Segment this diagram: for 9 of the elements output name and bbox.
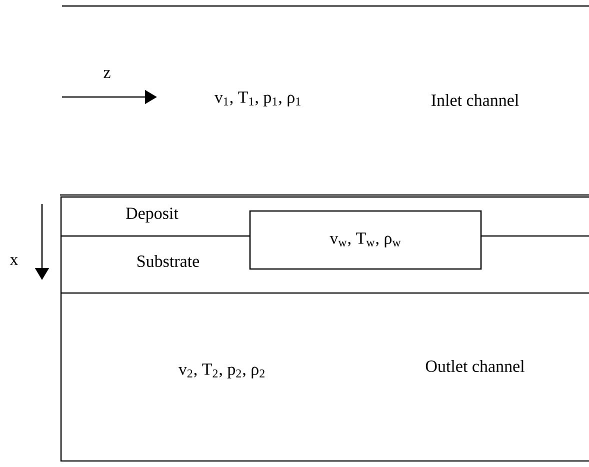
wall-box: v$_{w}$, T$_{w}$, ρ$_{w}$ (249, 210, 482, 270)
axis-label: z (104, 70, 110, 78)
axis-label: x (10, 257, 18, 265)
inlet-state-text: v$_{1}$, T$_{1}$, p$_{1}$, ρ$_{1}$ (214, 92, 300, 106)
layer-label: Deposit (126, 208, 178, 222)
layer-label: Substrate (138, 255, 200, 267)
outlet-state-text: v$_{2}$, T$_{2}$, p$_{2}$, ρ$_{2}$ (178, 364, 264, 378)
channel-label: Inlet channel (431, 94, 519, 106)
channel-label: Outlet channel (426, 360, 524, 372)
